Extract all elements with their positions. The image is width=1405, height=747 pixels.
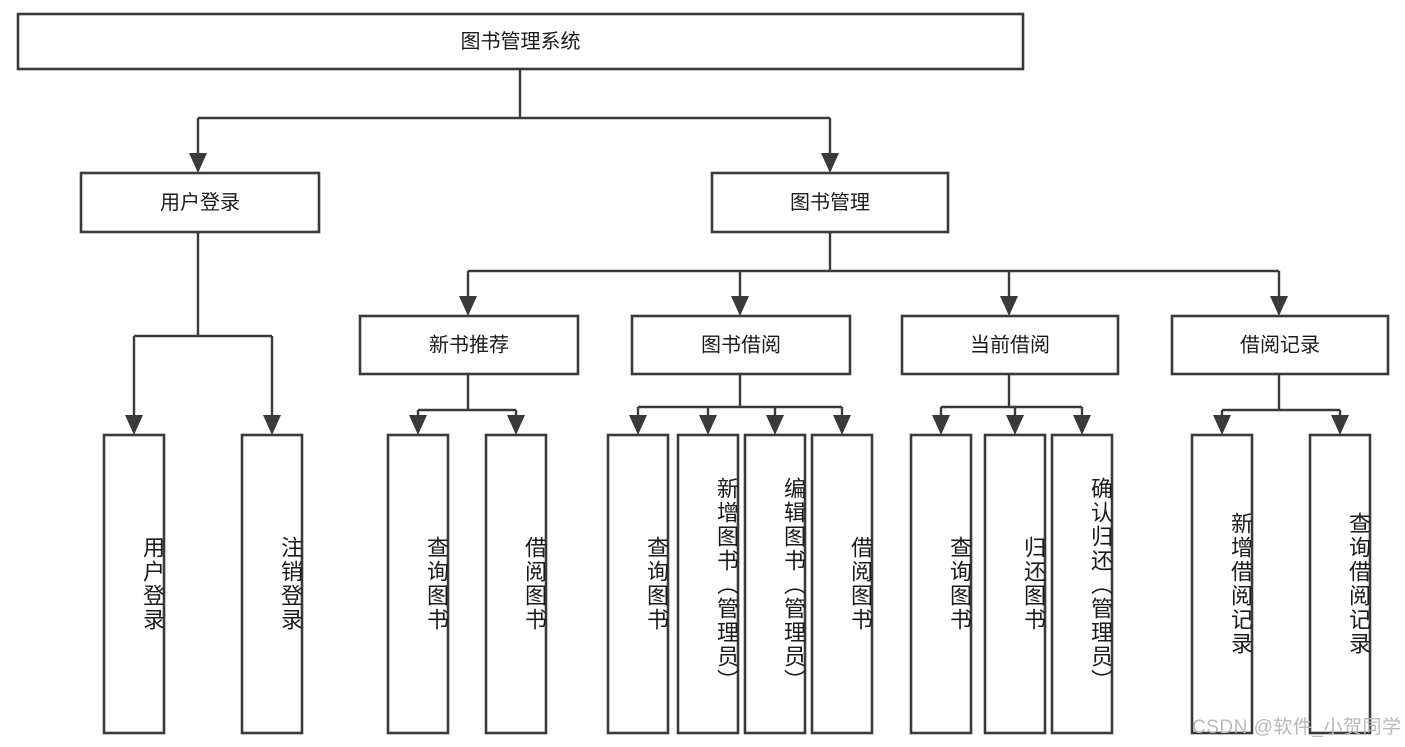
leaf-node-leaf-query-book-rec[interactable] bbox=[386, 433, 450, 735]
arrow-head-icon-borrow-2 bbox=[766, 415, 784, 435]
arrow-head-icon-bookmanage-2 bbox=[1000, 296, 1018, 316]
arrow-head-icon-userlogin-1 bbox=[263, 415, 281, 435]
connector-layer bbox=[125, 69, 1349, 435]
leaf-node-leaf-logout[interactable] bbox=[240, 433, 304, 735]
arrow-head-icon-bookmanage-0 bbox=[459, 296, 477, 316]
arrow-head-icon-borrow-0 bbox=[629, 415, 647, 435]
arrow-head-icon-userlogin-0 bbox=[125, 415, 143, 435]
level2-node-label-new-book-recommend: 新书推荐 bbox=[429, 333, 509, 356]
level2-node-borrow-record[interactable] bbox=[1170, 314, 1390, 376]
arrow-head-icon-cur-1 bbox=[1006, 415, 1024, 435]
arrow-head-icon-borrow-3 bbox=[833, 415, 851, 435]
arrow-head-icon-rec-0 bbox=[409, 415, 427, 435]
arrow-head-icon-root-1 bbox=[821, 153, 839, 173]
leaf-node-leaf-return-book[interactable] bbox=[983, 433, 1047, 735]
level1-node-label-book-manage: 图书管理 bbox=[790, 191, 870, 214]
level2-node-label-book-borrow: 图书借阅 bbox=[701, 333, 781, 356]
leaf-node-leaf-borrow-book[interactable] bbox=[810, 433, 874, 735]
arrow-head-icon-rcd-0 bbox=[1213, 415, 1231, 435]
level1-node-label-user-login: 用户登录 bbox=[160, 191, 240, 214]
leaf-node-leaf-borrow-book-rec[interactable] bbox=[484, 433, 548, 735]
arrow-head-icon-bookmanage-1 bbox=[731, 296, 749, 316]
leaf-node-leaf-user-login[interactable] bbox=[102, 433, 166, 735]
root-node-label-root: 图书管理系统 bbox=[461, 30, 581, 53]
root-node-root[interactable] bbox=[16, 12, 1025, 71]
leaf-node-leaf-edit-book[interactable] bbox=[743, 433, 807, 735]
node-box-layer bbox=[16, 12, 1390, 735]
level2-node-new-book-recommend[interactable] bbox=[358, 314, 580, 376]
leaf-node-leaf-add-book[interactable] bbox=[676, 433, 740, 735]
level2-node-label-borrow-record: 借阅记录 bbox=[1240, 333, 1320, 356]
level1-node-book-manage[interactable] bbox=[710, 171, 950, 234]
arrow-head-icon-root-0 bbox=[189, 153, 207, 173]
level1-node-user-login[interactable] bbox=[79, 171, 321, 234]
arrow-head-icon-rcd-1 bbox=[1331, 415, 1349, 435]
arrow-head-icon-cur-2 bbox=[1073, 415, 1091, 435]
arrow-head-icon-bookmanage-3 bbox=[1270, 296, 1288, 316]
arrow-head-icon-cur-0 bbox=[932, 415, 950, 435]
csdn-watermark: CSDN @软件_小贺同学 bbox=[1192, 717, 1402, 738]
level2-node-label-current-borrow: 当前借阅 bbox=[970, 333, 1050, 356]
level2-node-current-borrow[interactable] bbox=[900, 314, 1120, 376]
leaf-node-leaf-query-book-borrow[interactable] bbox=[606, 433, 670, 735]
leaf-node-leaf-query-record[interactable] bbox=[1308, 433, 1372, 735]
arrow-head-icon-borrow-1 bbox=[699, 415, 717, 435]
leaf-node-leaf-confirm-return[interactable] bbox=[1050, 433, 1114, 735]
leaf-node-leaf-query-book-cur[interactable] bbox=[909, 433, 973, 735]
level2-node-book-borrow[interactable] bbox=[630, 314, 852, 376]
leaf-node-leaf-add-record[interactable] bbox=[1190, 433, 1254, 735]
arrow-head-icon-rec-1 bbox=[507, 415, 525, 435]
